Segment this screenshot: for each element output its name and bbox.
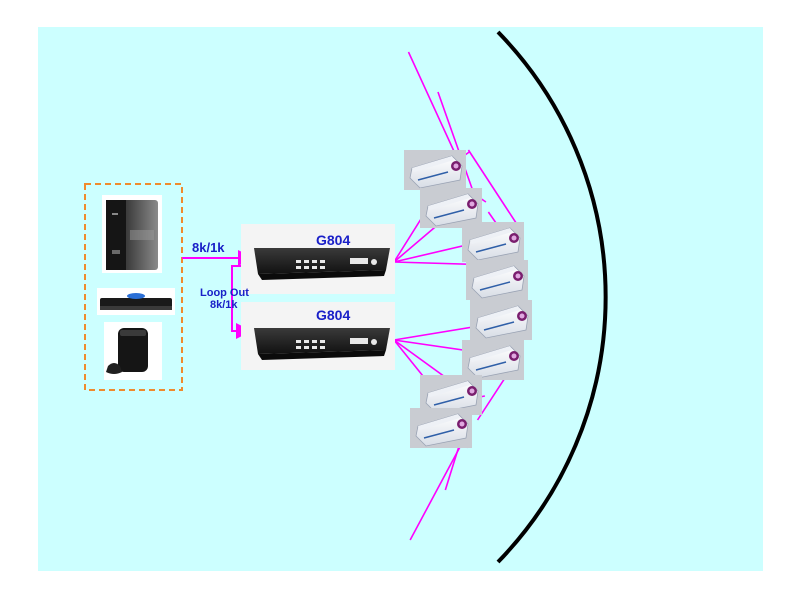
curved-screen: [496, 30, 608, 564]
media-server-icon: [102, 195, 162, 273]
beam-line: [409, 431, 469, 541]
projector-icon: [420, 188, 482, 228]
processor-1-title: G804: [316, 232, 350, 248]
projector-icon: [410, 408, 472, 448]
beam-line: [407, 51, 459, 161]
beam-line: [467, 149, 523, 233]
projector-array: [404, 150, 532, 448]
projector-icon: [466, 260, 528, 300]
processor-2-title: G804: [316, 307, 350, 323]
source-group-frame: [84, 183, 183, 391]
beam-line: [437, 91, 475, 195]
projector-icon: [462, 340, 524, 380]
input-rate-label: 8k/1k: [192, 240, 225, 255]
projector-icon: [404, 150, 466, 190]
projector-icon: [470, 300, 532, 340]
processor-unit-2: [241, 302, 395, 370]
loop-out-title-label: Loop Out: [200, 287, 249, 299]
projector-icon: [462, 222, 524, 262]
loop-out-rate-label: 8k/1k: [210, 299, 238, 311]
game-console-icon: [104, 322, 162, 380]
blu-ray-player-icon: [97, 288, 175, 315]
processor-unit-1: [241, 224, 395, 294]
